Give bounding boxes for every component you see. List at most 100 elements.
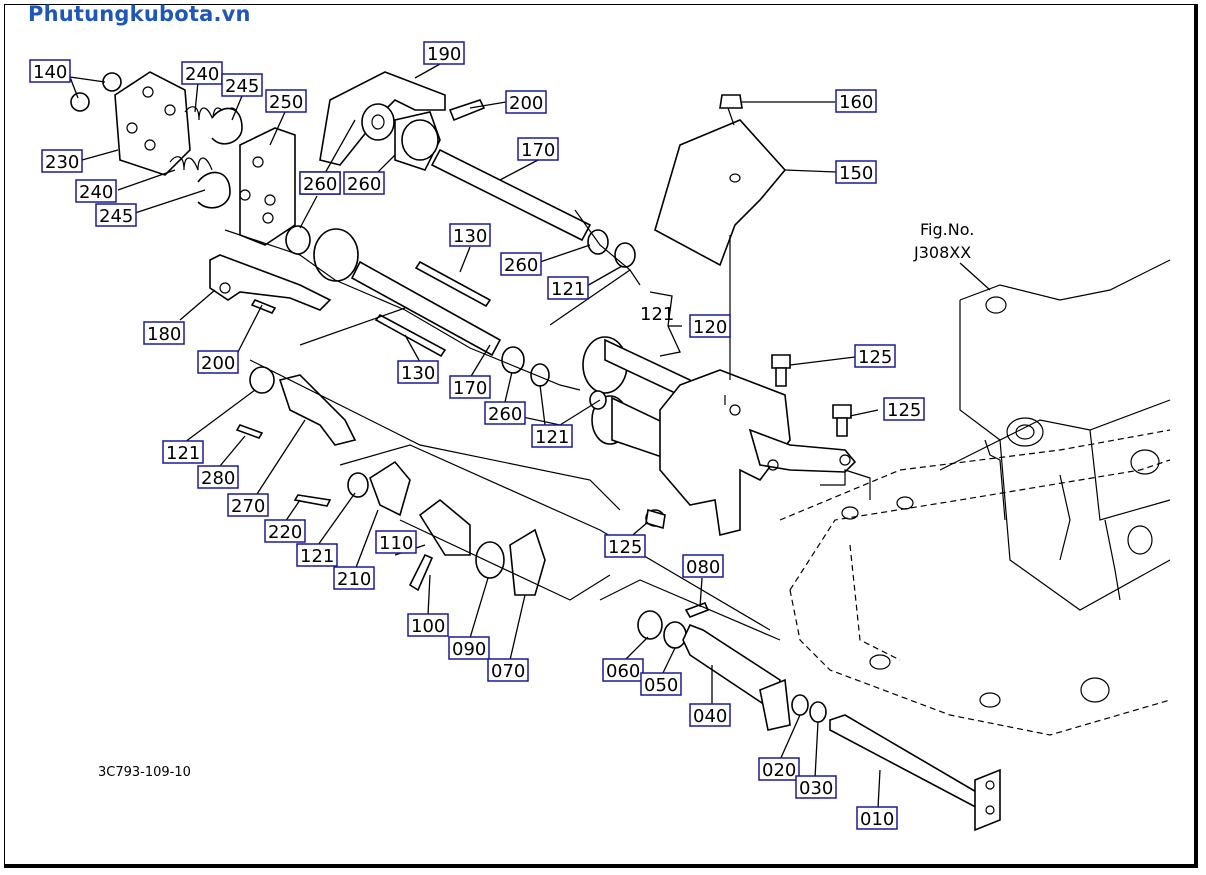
callout[interactable]: 270 <box>227 493 269 517</box>
svg-text:010: 010 <box>860 809 894 830</box>
svg-text:245: 245 <box>225 76 259 97</box>
callout[interactable]: 260 <box>343 171 385 195</box>
svg-text:110: 110 <box>379 533 413 554</box>
svg-text:130: 130 <box>401 363 435 384</box>
spring-lower <box>169 156 231 209</box>
callout[interactable]: 245 <box>221 73 263 97</box>
callout[interactable]: 260 <box>299 171 341 195</box>
svg-text:270: 270 <box>231 496 265 517</box>
housing-illustration <box>779 259 1171 736</box>
svg-text:121: 121 <box>300 546 334 567</box>
svg-text:260: 260 <box>347 174 381 195</box>
svg-text:130: 130 <box>453 226 487 247</box>
drawing-code: 3C793-109-10 <box>98 765 191 780</box>
svg-text:060: 060 <box>606 661 640 682</box>
callout[interactable]: 260 <box>484 401 526 425</box>
callout[interactable]: 040 <box>689 703 731 727</box>
reference-lines <box>224 209 871 641</box>
callout[interactable]: 125 <box>883 397 925 421</box>
callout[interactable]: 125 <box>604 534 646 558</box>
callout[interactable]: 190 <box>423 41 465 65</box>
svg-text:170: 170 <box>453 378 487 399</box>
spring-upper <box>184 106 243 145</box>
callout[interactable]: 080 <box>682 554 724 578</box>
svg-text:180: 180 <box>147 324 181 345</box>
callout[interactable]: 100 <box>407 613 449 637</box>
ref-121-label: 121 <box>640 304 674 325</box>
callout[interactable]: 125 <box>854 344 896 368</box>
svg-text:170: 170 <box>521 140 555 161</box>
callout[interactable]: 280 <box>197 465 239 489</box>
svg-text:120: 120 <box>693 317 727 338</box>
svg-text:200: 200 <box>201 353 235 374</box>
svg-text:040: 040 <box>693 706 727 727</box>
svg-text:125: 125 <box>887 400 921 421</box>
svg-text:280: 280 <box>201 468 235 489</box>
callout[interactable]: 250 <box>265 89 307 113</box>
callout[interactable]: 121 <box>531 424 573 448</box>
callout[interactable]: 170 <box>449 375 491 399</box>
callout[interactable]: 240 <box>75 179 117 203</box>
callout[interactable]: 050 <box>640 672 682 696</box>
callout[interactable]: 140 <box>29 59 71 83</box>
callout[interactable]: 030 <box>795 775 837 799</box>
svg-text:200: 200 <box>509 93 543 114</box>
callouts: 140 240 245 250 190 200 230 260 260 170 … <box>29 41 925 830</box>
drawing-frame <box>4 4 1198 868</box>
svg-text:250: 250 <box>269 92 303 113</box>
callout[interactable]: 170 <box>517 137 559 161</box>
svg-text:080: 080 <box>686 557 720 578</box>
svg-text:125: 125 <box>858 347 892 368</box>
callout[interactable]: 160 <box>835 89 877 113</box>
callout[interactable]: 200 <box>505 90 547 114</box>
callout[interactable]: 110 <box>375 530 417 554</box>
site-watermark: Phutungkubota.vn <box>28 2 251 26</box>
leader-lines <box>69 63 991 809</box>
callout[interactable]: 200 <box>197 350 239 374</box>
callout[interactable]: 210 <box>333 566 375 590</box>
svg-text:070: 070 <box>491 661 525 682</box>
svg-text:140: 140 <box>33 62 67 83</box>
callout[interactable]: 070 <box>487 658 529 682</box>
lever-180 <box>209 254 332 314</box>
callout[interactable]: 090 <box>448 636 490 660</box>
callout[interactable]: 220 <box>264 519 306 543</box>
svg-text:260: 260 <box>303 174 337 195</box>
callout[interactable]: 130 <box>397 360 439 384</box>
callout[interactable]: 245 <box>95 203 137 227</box>
callout[interactable]: 260 <box>500 252 542 276</box>
callout[interactable]: 230 <box>41 149 83 173</box>
output-shafts <box>637 601 1001 832</box>
svg-text:100: 100 <box>411 616 445 637</box>
bracket-120 <box>582 336 857 536</box>
callout[interactable]: 060 <box>602 658 644 682</box>
callout[interactable]: 010 <box>856 806 898 830</box>
figure-reference: Fig.No. J308XX <box>913 220 974 262</box>
callout[interactable]: 121 <box>547 276 589 300</box>
callout[interactable]: 121 <box>296 543 338 567</box>
callout[interactable]: 120 <box>689 314 731 338</box>
callout[interactable]: 240 <box>181 61 223 85</box>
svg-text:030: 030 <box>799 778 833 799</box>
svg-text:020: 020 <box>762 760 796 781</box>
svg-text:150: 150 <box>839 163 873 184</box>
svg-text:160: 160 <box>839 92 873 113</box>
svg-text:260: 260 <box>488 404 522 425</box>
svg-text:245: 245 <box>99 206 133 227</box>
callout[interactable]: 150 <box>835 160 877 184</box>
callout[interactable]: 130 <box>449 223 491 247</box>
callout[interactable]: 121 <box>162 440 204 464</box>
svg-text:121: 121 <box>535 427 569 448</box>
spring-plate-assembly <box>70 71 311 255</box>
svg-text:125: 125 <box>608 537 642 558</box>
svg-text:090: 090 <box>452 639 486 660</box>
svg-text:240: 240 <box>185 64 219 85</box>
callout[interactable]: 180 <box>143 321 185 345</box>
callout[interactable]: 020 <box>758 757 800 781</box>
svg-text:210: 210 <box>337 569 371 590</box>
shafts <box>313 148 636 387</box>
fig-no-value: J308XX <box>913 243 971 262</box>
svg-text:190: 190 <box>427 44 461 65</box>
lower-linkage <box>235 366 546 596</box>
